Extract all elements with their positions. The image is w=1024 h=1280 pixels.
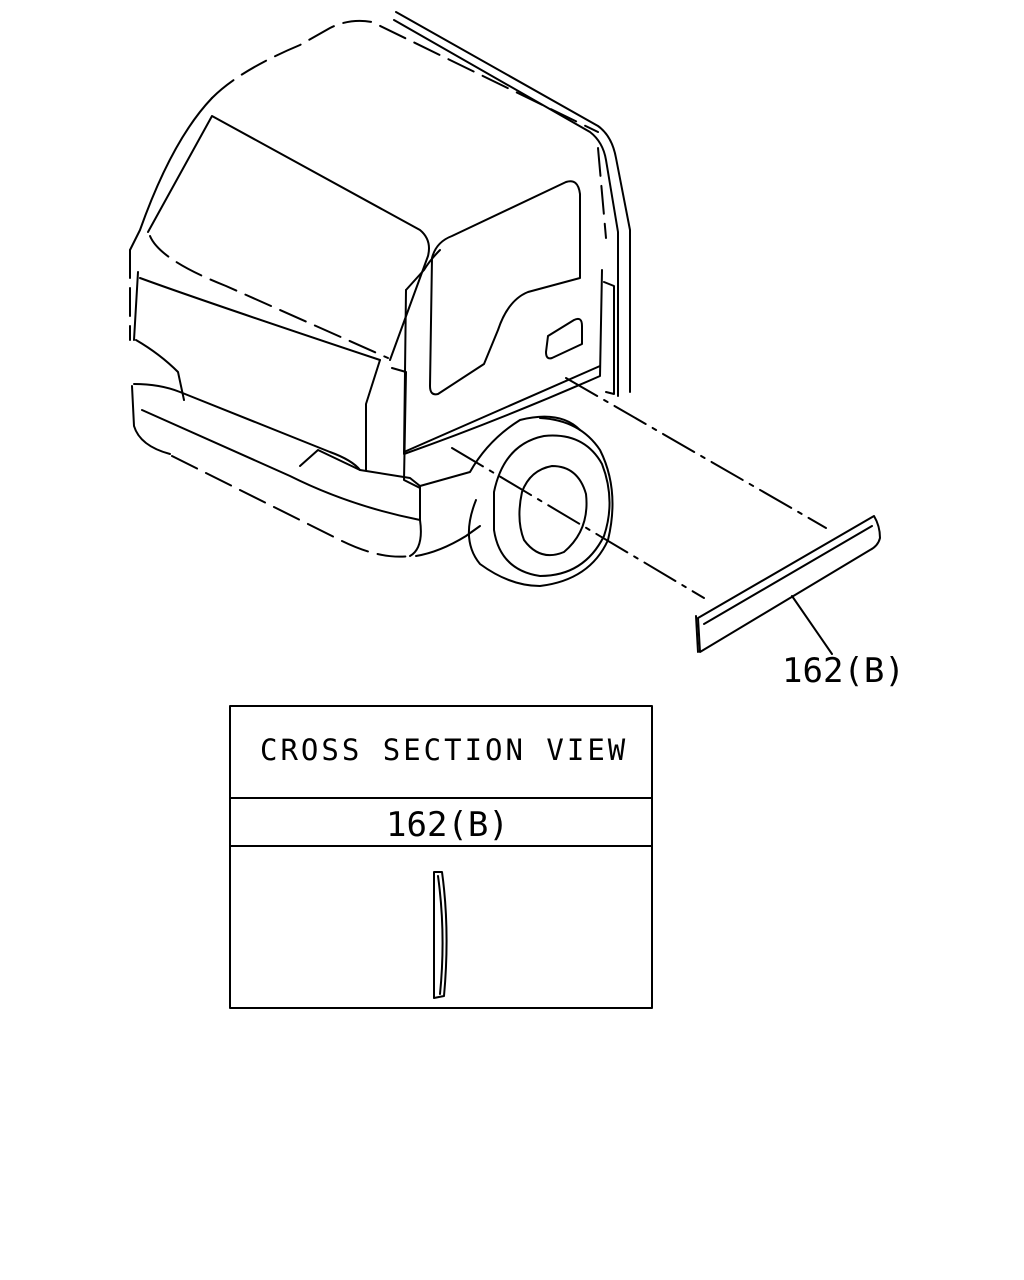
installation-leader-lines [451,377,827,599]
molding-profile-shape [433,871,448,999]
callout-part-label: 162(B) [782,651,905,691]
callout-leader-line [791,595,833,655]
side-molding-part [695,515,881,653]
truck-cab-outline [129,11,631,587]
cross-section-panel: CROSS SECTION VIEW 162(B) [229,705,653,1009]
cross-section-part-label: 162(B) [386,805,509,845]
cross-section-title: CROSS SECTION VIEW [260,733,628,767]
